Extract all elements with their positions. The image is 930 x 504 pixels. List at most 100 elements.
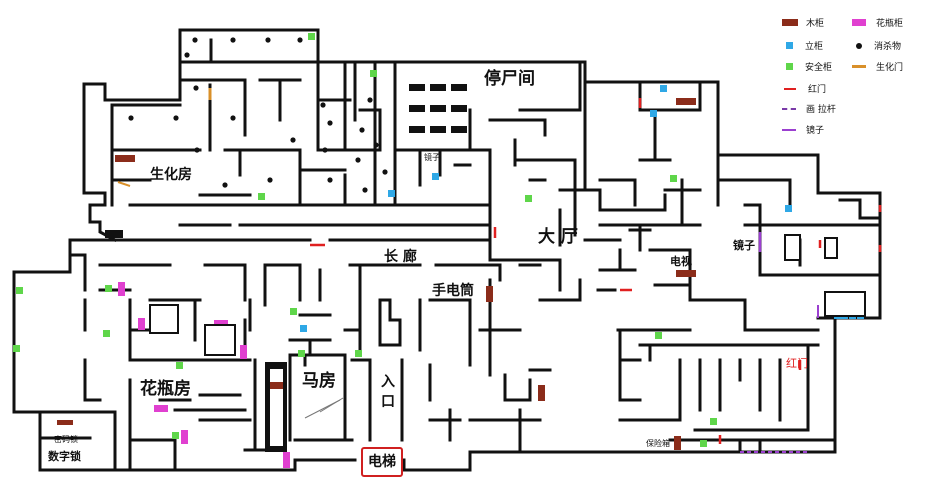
mortuary-table [409,84,425,91]
wall-segment [688,283,820,332]
disinfectant-marker [320,102,326,108]
wall-segment [538,278,582,302]
legend-item-mirror: 镜子 [782,123,824,136]
wall-segment [393,60,582,112]
standing-cabinet-marker [432,173,439,180]
safety-cabinet-marker [172,432,179,439]
wall-segment [488,118,547,137]
disinfectant-marker [359,127,365,133]
legend-item-standing-cabinet: 立柜 [782,39,823,52]
safety-cabinet-marker [258,193,265,200]
safety-cabinet-marker [105,285,112,292]
red-door-icon [784,87,796,90]
disinfectant-marker [265,37,271,43]
wall-segment [128,298,252,362]
wall-segment [316,108,382,152]
elevator-label: 电梯 [368,454,396,470]
wall-segment [758,223,882,277]
wall-segment [110,103,202,152]
safety-cabinet-marker [370,70,377,77]
safety-cabinet-marker [710,418,717,425]
disinfectant-marker [128,115,134,121]
safety-cabinet-marker [655,332,662,339]
wall-segment [513,158,577,237]
disinfectant-marker [267,177,273,183]
disinfectant-marker [297,37,303,43]
vase-cabinet-marker [154,405,168,412]
disinfectant-marker [367,97,373,103]
legend-item-safety-cabinet: 安全柜 [782,60,832,73]
safety-cabinet-marker [290,308,297,315]
safety-cabinet-marker [308,33,315,40]
mortuary-table [430,105,446,112]
legend-item-red-door: 红门 [782,82,826,95]
mortuary-table [409,126,425,133]
legend-item-painting-lever: 画 拉杆 [782,102,836,115]
safety-cabinet-marker [176,362,183,369]
mortuary-table [451,126,467,133]
vase-cabinet-marker [181,430,188,444]
disinfectant-marker [193,85,199,91]
biochem-door-mark [117,181,131,187]
mortuary-table [451,84,467,91]
room-label-tv: 电视 [670,255,692,268]
wood-cabinet-marker [57,420,73,425]
vase-room-pedestal [204,324,236,356]
disinfectant-marker [173,115,179,121]
wood-cabinet-marker [674,436,681,450]
stable-rope [319,397,344,413]
wall-segment [378,298,402,347]
disinfectant-marker [192,37,198,43]
disinfectant-marker [327,177,333,183]
wall-segment [598,193,667,212]
room-label-red-door: 红门 [786,357,808,370]
disinfectant-marker [355,157,361,163]
safety-cabinet-marker [355,350,362,357]
wood-cabinet-marker [538,385,545,401]
vase-cabinet-marker [214,320,228,327]
safety-cabinet-marker [13,345,20,352]
legend-item-wood-cabinet: 木柜 [782,16,824,29]
standing-cabinet-icon [786,42,793,49]
room-label-code-lock-small: 密码锁 [54,435,78,444]
disinfectant-marker [327,120,333,126]
standing-cabinet-marker [660,85,667,92]
safety-cabinet-marker [103,330,110,337]
room-label-entrance: 入 口 [381,374,395,410]
legend-item-disinfectant: 消杀物 [852,39,901,52]
wood-cabinet-marker [676,270,696,277]
wall-segment [598,178,637,207]
wall-segment [503,378,532,402]
safety-cabinet-icon [786,63,793,70]
legend-item-vase-cabinet: 花瓶柜 [852,16,903,29]
elevator-box[interactable]: 电梯 [361,447,403,477]
red-door-room-box [824,291,866,317]
disinfectant-marker [382,169,388,175]
wall-segment [583,80,642,112]
vase-cabinet-marker [283,452,290,468]
wood-cabinet-marker [676,98,696,105]
wood-cabinet-icon [782,19,798,26]
standing-cabinet-marker [785,205,792,212]
room-label-vase-room: 花瓶房 [140,379,191,399]
room-label-mortuary: 停尸间 [484,69,535,89]
room-label-biochem: 生化房 [150,167,192,183]
disinfectant-marker [290,137,296,143]
painting-lever-icon [782,107,796,110]
room-label-corridor: 长 廊 [384,249,417,265]
wall-segment [468,148,492,207]
safety-cabinet-marker [16,287,23,294]
safety-cabinet-marker [700,440,707,447]
vase-room-pedestal [149,304,179,334]
disinfectant-marker [184,52,190,58]
vase-cabinet-marker [118,282,125,296]
vase-cabinet-icon [852,19,866,26]
disinfectant-marker [230,37,236,43]
wall-segment [83,358,102,402]
disinfectant-marker [222,182,228,188]
room-label-safe-box: 保险箱 [646,439,670,448]
safety-cabinet-marker [298,350,305,357]
room-label-code-lock: 数字锁 [48,450,81,463]
